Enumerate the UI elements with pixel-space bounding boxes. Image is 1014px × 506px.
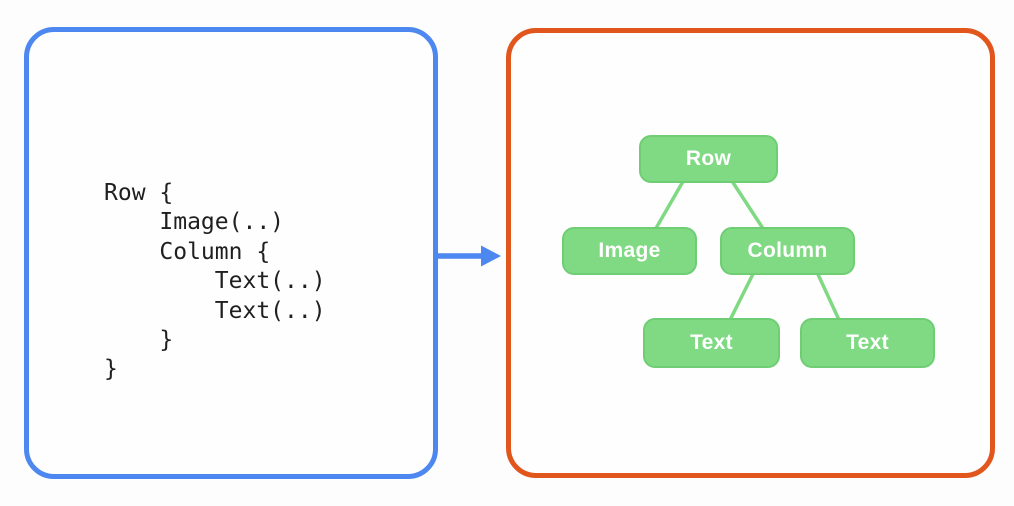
code-line: Text(..) xyxy=(104,268,326,295)
tree-node-image: Image xyxy=(562,227,697,275)
transform-arrow-head-icon xyxy=(481,245,501,267)
tree-edge-column-text2 xyxy=(814,268,842,324)
tree-node-label: Text xyxy=(846,331,889,354)
code-line: Image(..) xyxy=(104,209,285,236)
tree-node-label: Row xyxy=(685,147,732,170)
code-line: } xyxy=(104,327,174,354)
tree-node-label: Image xyxy=(598,239,661,262)
tree-node-text-2: Text xyxy=(800,318,935,368)
code-block: Row { Image(..) Column { Text(..) Text(.… xyxy=(104,179,326,385)
tree-edge-column-text1 xyxy=(727,268,757,324)
tree-node-column: Column xyxy=(720,227,855,275)
code-line: Text(..) xyxy=(104,297,326,324)
code-line: Column { xyxy=(104,238,271,265)
tree-edge-row-image xyxy=(653,176,687,232)
code-line: } xyxy=(104,356,118,383)
tree-node-row: Row xyxy=(639,135,778,183)
code-line: Row { xyxy=(104,180,174,206)
tree-edge-row-column xyxy=(728,176,766,232)
code-panel xyxy=(24,27,438,479)
tree-node-label: Text xyxy=(690,331,733,354)
tree-node-text-1: Text xyxy=(643,318,780,368)
tree-node-label: Column xyxy=(747,239,828,262)
